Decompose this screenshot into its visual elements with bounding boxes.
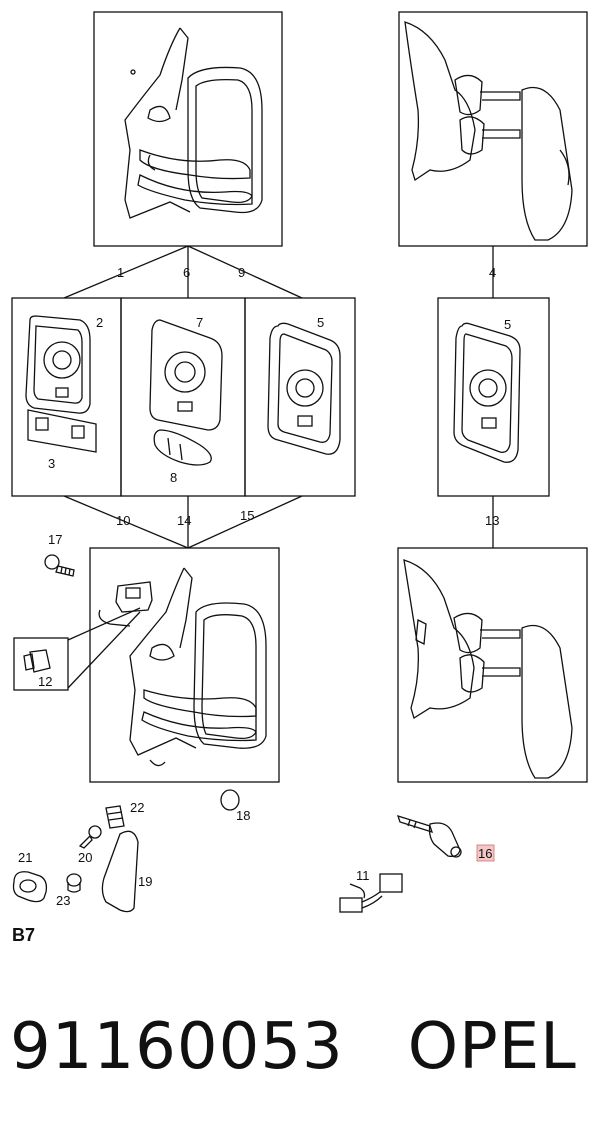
callout-13: 13: [485, 513, 499, 528]
cap-18: [220, 789, 240, 811]
callout-7: 7: [196, 315, 203, 330]
wiring-harness-11: [339, 873, 403, 913]
callout-8: 8: [170, 470, 177, 485]
callout-10: 10: [116, 513, 130, 528]
callout-23: 23: [56, 893, 70, 908]
mirror-assembly-box-bottom-right: [397, 547, 588, 783]
clip-22: [105, 805, 125, 829]
callout-1: 1: [117, 265, 124, 280]
callout-2: 2: [96, 315, 103, 330]
section-code: B7: [12, 925, 36, 945]
mirror-glass-2: [25, 315, 91, 414]
callout-3: 3: [48, 456, 55, 471]
callout-5-right: 5: [504, 317, 511, 332]
mirror-assembly-box-right: [398, 11, 588, 247]
callout-12: 12: [38, 674, 52, 689]
brand-name: OPEL: [407, 1010, 577, 1084]
callout-20: 20: [78, 850, 92, 865]
callout-lines-middle: [63, 495, 494, 549]
callout-lines-top: [63, 245, 494, 299]
callout-22: 22: [130, 800, 144, 815]
bolt-17: [44, 554, 75, 577]
connector-12: [23, 649, 51, 673]
callout-18: 18: [236, 808, 250, 823]
cover-19: [101, 830, 139, 913]
callout-19: 19: [138, 874, 152, 889]
connector-detail-box: [13, 637, 69, 691]
grommet-21: [12, 871, 48, 903]
highlight-16: [476, 844, 495, 862]
mirror-glass-5a: [267, 322, 341, 455]
lamp-holder-16: [396, 815, 462, 858]
callout-21: 21: [18, 850, 32, 865]
callout-15: 15: [240, 508, 254, 523]
callout-16: 16: [478, 846, 492, 861]
mirror-assembly-drawing: [124, 27, 263, 219]
part-number: 91160053: [10, 1010, 344, 1084]
mirror-assembly-bottom-drawing: [98, 567, 267, 767]
mirror-side-drawing: [404, 21, 573, 241]
callout-17: 17: [48, 532, 62, 547]
switch-cover-3: [27, 409, 97, 453]
mirror-assembly-box-bottom-left: [89, 547, 280, 783]
mirror-glass-7: [149, 319, 223, 431]
plug-23: [66, 873, 82, 893]
callout-9: 9: [238, 265, 245, 280]
glass-box-right: [244, 297, 356, 497]
part-number-line: 91160053 OPEL: [10, 1010, 577, 1084]
mirror-side-bottom-drawing: [403, 559, 573, 779]
callout-14: 14: [177, 513, 191, 528]
screw-20: [78, 825, 102, 849]
callout-4: 4: [489, 265, 496, 280]
mirror-glass-5b: [453, 322, 521, 463]
callout-6: 6: [183, 265, 190, 280]
callout-11: 11: [356, 868, 370, 883]
callout-5-left: 5: [317, 315, 324, 330]
parts-diagram: 1 6 9 4 2 7 5 5 3 8 10 14 15 13 17 12 18…: [11, 11, 588, 913]
heater-element-8: [153, 429, 212, 466]
